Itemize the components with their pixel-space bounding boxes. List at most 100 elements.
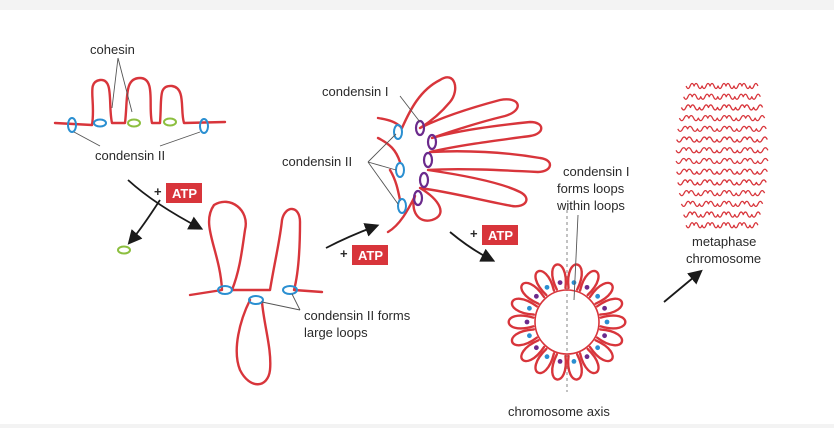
rosette-loop: [510, 297, 539, 316]
condensin-ii-ring: [199, 118, 209, 134]
condensin-ii-dot: [604, 319, 610, 325]
stage3-chromatin: [376, 76, 552, 234]
rosette-loop: [578, 269, 600, 297]
rosette-loop: [551, 263, 567, 291]
condensin-ii-dot: [595, 345, 601, 351]
rosette-loop: [520, 281, 546, 305]
condensin-i-label: condensin I: [322, 84, 389, 99]
released-cohesin: [117, 245, 131, 255]
atp-badge-text: ATP: [358, 248, 383, 263]
rosette-loop: [567, 263, 583, 291]
condensin-i-forms-label-2: forms loops: [557, 181, 625, 196]
condensin-ii-ring: [67, 117, 77, 133]
metaphase-loop-row: [675, 147, 769, 154]
condensin-ii-label-2: condensin II: [282, 154, 352, 169]
condensin-i-dot: [602, 305, 607, 311]
condensin-i-dot: [584, 354, 590, 360]
condensin-ii-forms-label: condensin II forms: [304, 308, 411, 323]
rosette-loop: [588, 339, 614, 363]
condensin-ii-ring: [217, 285, 233, 295]
metaphase-loop-row: [680, 200, 764, 207]
rosette-loop: [567, 353, 583, 381]
large-loops-label: large loops: [304, 325, 368, 340]
condensin-ii-label: condensin II: [95, 148, 165, 163]
atp-plus: +: [340, 246, 348, 261]
condensin-i-forms-label-1: condensin I: [563, 164, 630, 179]
condensin-i-ring: [414, 119, 426, 137]
condensin-ii-dot: [527, 333, 532, 339]
condensin-i-dot: [557, 358, 563, 364]
condensin-i-ring: [422, 151, 434, 169]
cohesin-label: cohesin: [90, 42, 135, 57]
rosette-loop: [534, 347, 556, 375]
step3-arrow: [449, 231, 496, 262]
metaphase-loop-row: [677, 125, 767, 132]
condensin-i-forms-label-3: within loops: [556, 198, 625, 213]
metaphase-loop-row: [685, 222, 759, 229]
step2-arrow: [325, 223, 380, 249]
rosette-loop: [510, 328, 539, 347]
condensin-i-dot: [524, 319, 530, 325]
metaphase-loop-row: [683, 211, 761, 218]
condensin-ii-dot: [571, 280, 577, 286]
condensin-ii-ring: [395, 162, 405, 178]
condensin-ii-ring: [93, 118, 107, 128]
rosette-loop: [599, 314, 627, 330]
rosette-loop: [578, 347, 600, 375]
condensin-i-dot: [584, 284, 590, 290]
cohesin-release-arrow: [127, 199, 161, 245]
metaphase-loop-row: [680, 104, 764, 111]
condensin-i-ring: [412, 189, 424, 207]
cohesin-ring: [163, 117, 177, 127]
stage1-chromatin: [53, 76, 227, 134]
stage2-chromatin: [188, 200, 324, 386]
atp-badge: [482, 225, 518, 245]
condensin-i-ring: [426, 133, 438, 151]
condensin-ii-ring: [248, 295, 264, 305]
loop-rosette: [507, 263, 627, 381]
condensin-ii-dot: [544, 354, 550, 360]
figure-panel: cohesin condensin II + ATP condensin II …: [0, 10, 834, 424]
atp-badge: [352, 245, 388, 265]
metaphase-loop-row: [678, 115, 766, 122]
metaphase-loop-row: [685, 82, 759, 90]
condensin-ii-leader-2: [367, 133, 399, 205]
rosette-loop: [595, 297, 624, 316]
atp-plus: +: [154, 184, 162, 199]
step1-arrow: [127, 179, 204, 230]
atp-plus: +: [470, 226, 478, 241]
condensin-ii-leader: [73, 131, 201, 147]
condensin-i-dot: [602, 333, 607, 339]
condensin-i-dot: [557, 280, 563, 286]
condensin-i-leader: [399, 95, 421, 123]
metaphase-loop-row: [677, 179, 767, 186]
cohesin-ring: [127, 118, 141, 128]
metaphase-loop-row: [683, 93, 761, 100]
condensin-i-forms-leader: [573, 214, 579, 301]
step4-arrow: [663, 269, 703, 303]
metaphase-label-1: metaphase: [692, 234, 756, 249]
rosette-loop: [520, 339, 546, 363]
metaphase-loop-row: [676, 168, 768, 175]
rosette-loop: [551, 353, 567, 381]
metaphase-loop-row: [676, 136, 768, 143]
rosette-loop: [534, 269, 556, 297]
rosette-loop: [507, 314, 535, 330]
condensin-ii-dot: [595, 293, 601, 299]
condensin-i-ring: [418, 171, 430, 189]
condensin-ii-ring: [397, 198, 407, 214]
chromosome-axis-label: chromosome axis: [508, 404, 610, 419]
metaphase-loop-row: [678, 190, 766, 197]
cohesin-leader: [111, 57, 133, 113]
condensin-i-dot: [533, 345, 539, 351]
metaphase-label-2: chromosome: [686, 251, 761, 266]
rosette-loop: [588, 281, 614, 305]
rosette-loop: [595, 328, 624, 347]
condensin-ii-ring: [393, 124, 403, 140]
atp-badge: [166, 183, 202, 203]
metaphase-chromosome: [675, 82, 769, 229]
stage4-rosette: [507, 210, 627, 392]
condensin-ii-ring: [282, 285, 298, 295]
metaphase-loop-row: [675, 157, 769, 165]
